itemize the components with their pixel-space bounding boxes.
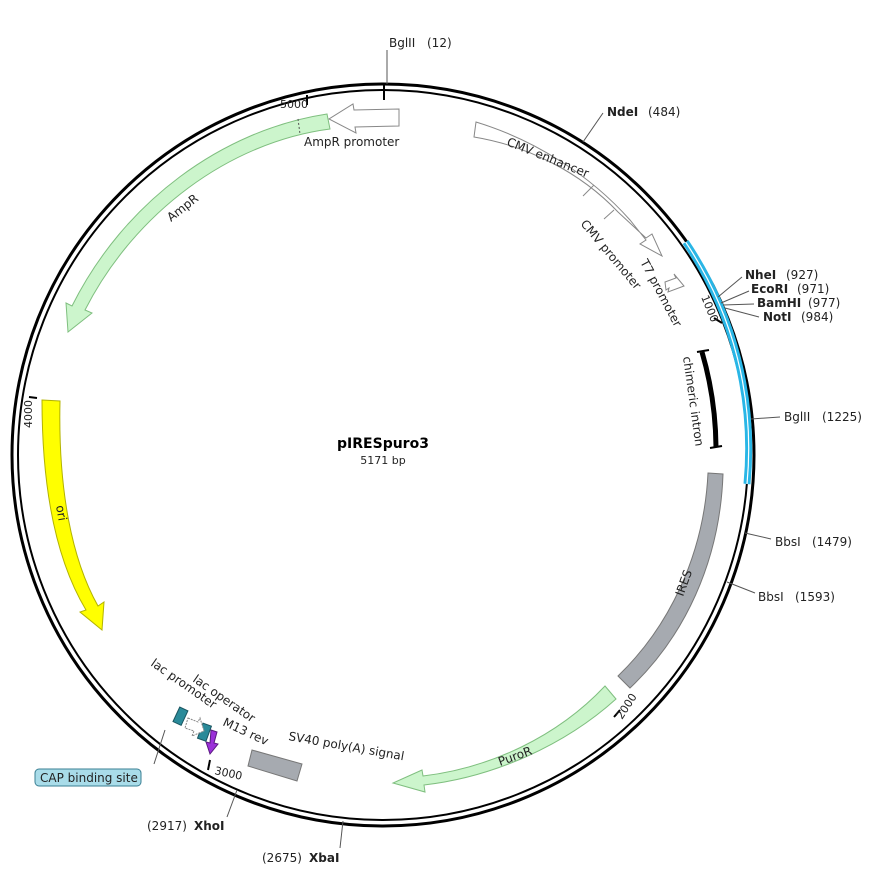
enzyme-position: (971) [797,282,829,296]
enzyme-xhoi-2917: (2917) XhoI [147,819,225,833]
feature-cmv-divider [582,184,595,197]
feature-cmv-enhancer [473,121,664,258]
feature-chimeric-intron [696,349,723,449]
plasmid-name: pIRESpuro3 [337,436,429,452]
tick-3000: 3000 [207,759,243,783]
feature-ori [41,399,105,631]
enzyme-position: (1225) [822,410,862,424]
feature-lac-promoter [184,716,205,737]
enzyme-sites: BglII (12) NdeI (484) NheI (927) EcoRI (… [147,36,862,865]
enzyme-bglii-12: BglII (12) [389,36,452,50]
enzyme-bbsi-1593: BbsI (1593) [758,590,835,604]
enzyme-position: (12) [427,36,452,50]
feature-cap-binding-site [172,706,189,727]
feature-t7-promoter [664,273,685,293]
mcs-highlight-inner [685,241,750,485]
label-chimeric-intron: chimeric intron [680,355,706,447]
feature-ampr [65,113,331,333]
label-cmv-enhancer: CMV enhancer [505,135,591,181]
enzyme-bglii-1225: BglII (1225) [784,410,862,424]
label-puror: PuroR [496,744,534,769]
enzyme-bbsi-1479: BbsI (1479) [775,535,852,549]
label-cmv-promoter: CMV promoter [578,217,644,292]
enzyme-name: XhoI [194,819,225,833]
feature-ires [617,472,724,689]
enzyme-name: BglII [389,36,415,50]
enzyme-position: (2675) [262,851,302,865]
tick-5000: 5000 [280,95,308,111]
feature-ampr-promoter [327,103,400,134]
enzyme-position: (984) [801,310,833,324]
enzyme-name: BbsI [775,535,801,549]
features [41,103,724,793]
enzyme-position: (1479) [812,535,852,549]
label-t7-promoter: T7 promoter [637,256,685,329]
enzyme-name: NdeI [607,105,638,119]
enzyme-position: (977) [808,296,840,310]
label-sv40-polya: SV40 poly(A) signal [287,729,405,763]
enzyme-name: BbsI [758,590,784,604]
enzyme-nhei-927: NheI (927) [745,268,818,282]
enzyme-name: NotI [763,310,792,324]
enzyme-name: BamHI [757,296,801,310]
label-ampr-promoter: AmpR promoter [304,135,399,149]
enzyme-xbai-2675: (2675) XbaI [262,851,339,865]
cap-binding-site-badge: CAP binding site [34,729,166,787]
enzyme-bamhi-977: BamHI (977) [757,296,840,310]
tick-label-3000: 3000 [213,764,243,783]
feature-m13-rev [205,729,219,756]
enzyme-noti-984: NotI (984) [763,310,833,324]
enzyme-ndei-484: NdeI (484) [607,105,680,119]
tick-4000: 4000 [22,396,38,428]
enzyme-position: (2917) [147,819,187,833]
enzyme-name: XbaI [309,851,339,865]
enzyme-name: BglII [784,410,810,424]
enzyme-name: EcoRI [751,282,788,296]
feature-puror [391,685,617,793]
cap-binding-site-label: CAP binding site [40,771,138,785]
enzyme-ecori-971: EcoRI (971) [751,282,829,296]
feature-sv40-polya [247,749,303,782]
feature-cmv-divider-2 [603,209,615,220]
enzyme-cluster-leaders [717,276,760,318]
center-label: pIRESpuro3 5171 bp [337,436,429,467]
enzyme-position: (927) [786,268,818,282]
label-ori: ori [53,504,69,522]
feature-ampr-divider [297,118,301,135]
plasmid-size: 5171 bp [360,454,405,467]
tick-label-5000: 5000 [280,98,308,111]
enzyme-position: (1593) [795,590,835,604]
enzyme-position: (484) [648,105,680,119]
enzyme-name: NheI [745,268,776,282]
tick-label-4000: 4000 [22,400,35,428]
